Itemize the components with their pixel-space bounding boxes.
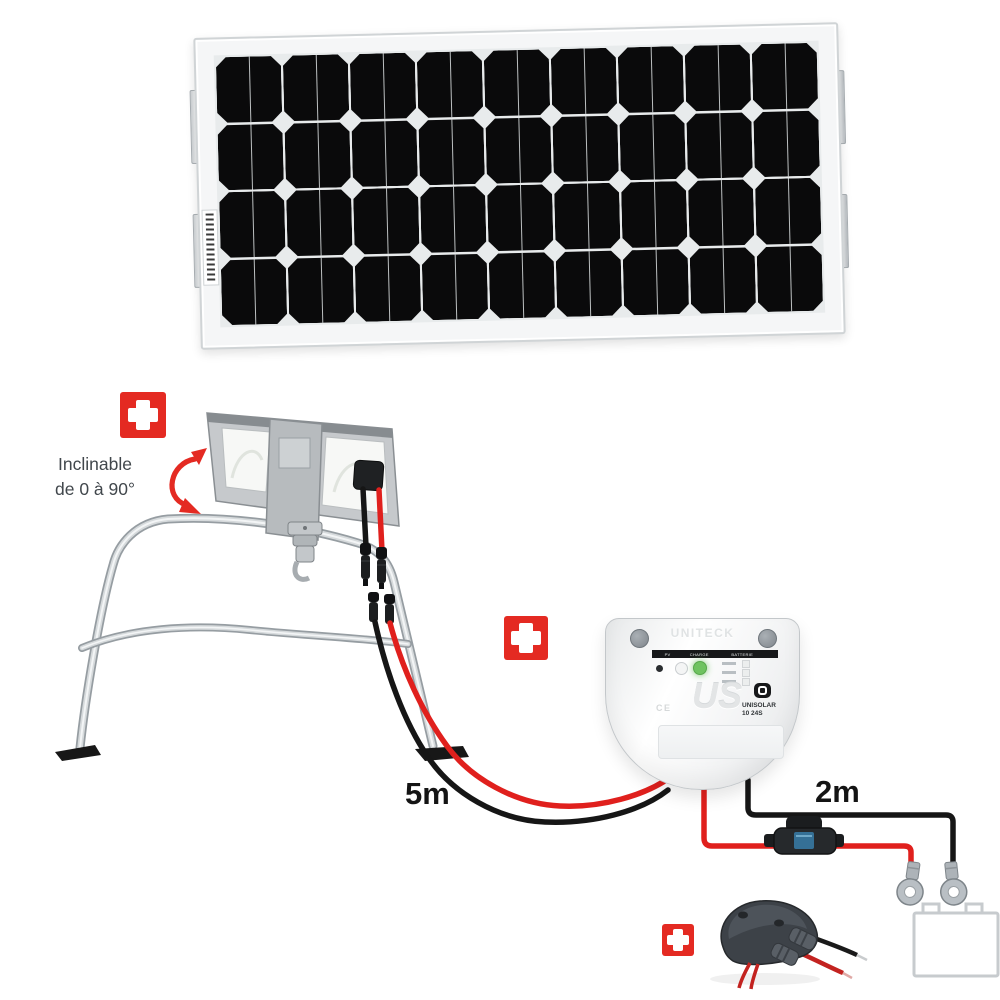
barcode-label — [201, 209, 220, 286]
charge-led — [693, 661, 707, 675]
solar-cell — [752, 43, 819, 110]
screw-hole-icon — [630, 629, 649, 648]
solar-cell — [623, 248, 690, 315]
solar-cell — [487, 184, 554, 251]
solar-cable-red-5m — [387, 620, 675, 809]
mc4-connector-red — [376, 547, 387, 589]
solar-cell — [757, 245, 824, 312]
solar-cell — [417, 51, 484, 118]
solar-cell — [286, 189, 353, 256]
solar-cell — [422, 253, 489, 320]
solar-cell — [221, 258, 288, 325]
tilt-arrow-icon — [169, 448, 207, 514]
included-plus-icon — [120, 392, 166, 438]
battery-level-scale — [722, 660, 762, 687]
strip-label-battery: BATTERIE — [731, 651, 754, 657]
solar-cell — [219, 191, 286, 258]
solar-cell — [288, 257, 355, 324]
mc4-extension-connectors — [368, 592, 395, 624]
ring-terminal-positive — [896, 861, 924, 906]
solar-cell — [350, 53, 417, 120]
solar-cell — [418, 118, 485, 185]
strip-label-pv: PV — [664, 651, 671, 657]
us-series-logo: US — [692, 675, 743, 716]
battery-wire-red — [701, 779, 914, 869]
model-name: UNISOLAR — [742, 702, 776, 709]
status-led-strip: PV CHARGE BATTERIE — [652, 650, 778, 658]
solar-cell — [353, 187, 420, 254]
battery-outline — [912, 902, 1000, 978]
solar-cell — [621, 181, 688, 248]
solar-cell — [753, 110, 820, 177]
pv-led — [675, 662, 688, 675]
solar-cell — [688, 179, 755, 246]
rail-clamp — [287, 521, 323, 582]
solar-cell — [556, 250, 623, 317]
solar-cell — [284, 122, 351, 189]
deck-gland — [710, 900, 868, 990]
solar-cell — [552, 115, 619, 182]
battery-wires — [701, 777, 956, 869]
junction-box — [352, 459, 385, 492]
ce-mark: CE — [656, 703, 672, 713]
screw-hole-icon — [758, 629, 777, 648]
model-ref: 10 24S — [742, 709, 763, 717]
solar-cell — [351, 120, 418, 187]
solar-cell — [618, 46, 685, 113]
mount-foot-left — [55, 745, 101, 761]
cable-5m-label: 5m — [405, 776, 450, 811]
model-label: UNISOLAR 10 24S — [742, 702, 776, 718]
solar-cell — [420, 186, 487, 253]
solar-cell — [686, 112, 753, 179]
included-plus-icon — [504, 616, 548, 660]
panel-cell-grid — [213, 40, 826, 328]
inline-fuse — [764, 816, 844, 855]
solar-cell — [489, 252, 556, 319]
cable-2m-label: 2m — [815, 774, 860, 809]
solar-cell — [685, 44, 752, 111]
solar-cell — [755, 178, 822, 245]
solar-cell — [690, 247, 757, 314]
mc4-connector-black — [360, 543, 371, 586]
solar-cell — [484, 49, 551, 116]
battery-wire-black — [745, 777, 956, 869]
panel-cables — [360, 486, 675, 825]
charge-controller: UNITECK PV CHARGE BATTERIE US UNISOLAR 1… — [605, 618, 800, 790]
tilt-annotation-line1: Inclinable — [58, 454, 132, 474]
ring-terminal-negative — [939, 861, 968, 906]
included-plus-icon — [662, 924, 694, 956]
mode-button — [754, 683, 771, 698]
tilt-annotation: Inclinable de 0 à 90° — [30, 452, 160, 503]
label-plate — [658, 725, 784, 759]
solar-cable-black-5m — [372, 619, 671, 825]
solar-cell — [216, 56, 283, 123]
solar-cell — [551, 48, 618, 115]
indicator-led-dark — [656, 665, 663, 672]
solar-cell — [619, 113, 686, 180]
solar-cell — [283, 54, 350, 121]
solar-cell — [355, 255, 422, 322]
brand-logo: UNITECK — [670, 626, 735, 640]
solar-panel — [189, 22, 850, 350]
strip-label-charge: CHARGE — [689, 651, 709, 657]
tilt-annotation-line2: de 0 à 90° — [55, 479, 135, 500]
solar-cell — [554, 183, 621, 250]
solar-cell — [485, 117, 552, 184]
small-panel-back — [206, 412, 400, 582]
solar-cell — [217, 123, 284, 190]
